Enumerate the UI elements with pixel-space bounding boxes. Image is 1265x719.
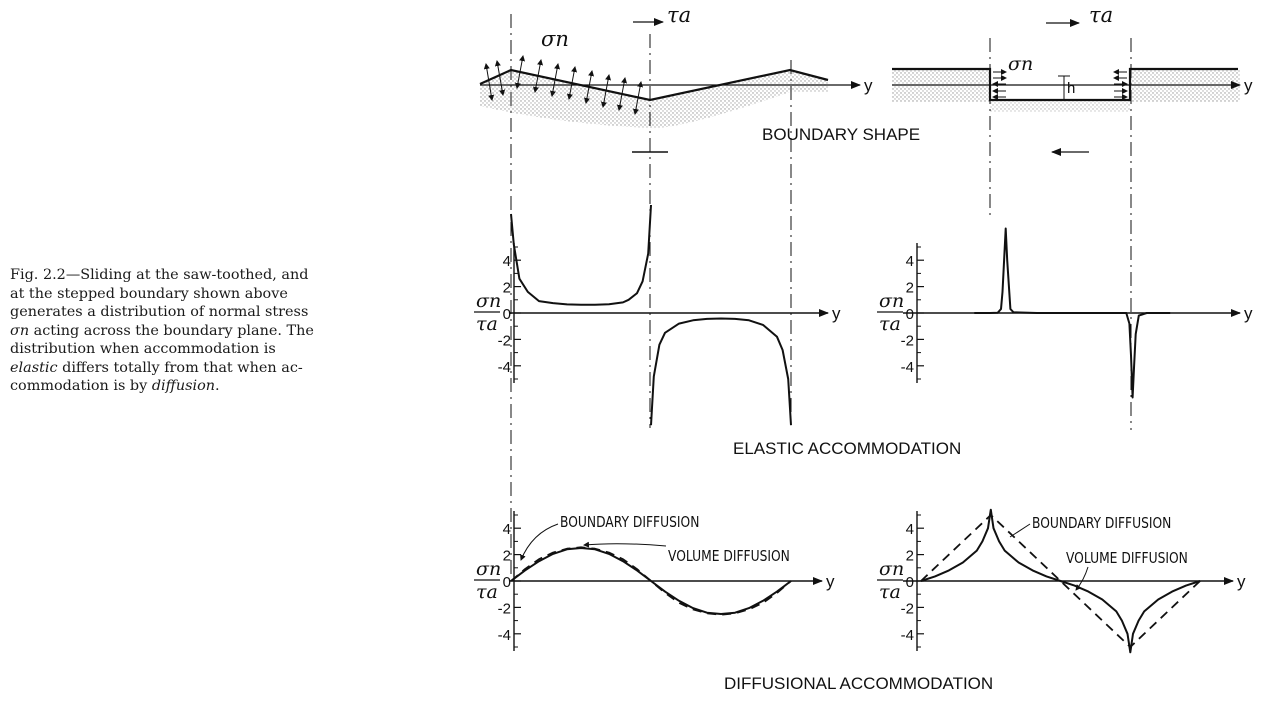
ratio-numerator: σn xyxy=(476,290,501,312)
y-tick-label: 4 xyxy=(503,521,511,538)
annotation-pointer-right-boundary xyxy=(1009,523,1031,538)
tau-a-label: τa xyxy=(667,3,691,27)
y-tick-label: -2 xyxy=(901,332,914,349)
annotation-pointer-right-volume xyxy=(1075,566,1089,591)
caption-line: Fig. 2.2—Sliding at the saw-toothed, and xyxy=(10,267,309,283)
caption-line: elastic differs totally from that when a… xyxy=(10,359,412,378)
y-tick-label: 0 xyxy=(503,306,511,323)
caption-emphasis: diffusion xyxy=(151,378,216,394)
right-diffusion-annotations: BOUNDARY DIFFUSION VOLUME DIFFUSION xyxy=(1009,515,1188,591)
dashed-series-line xyxy=(510,546,792,616)
x-axis-label: y xyxy=(1237,572,1246,591)
annotation-boundary-diffusion-right: BOUNDARY DIFFUSION xyxy=(1032,515,1171,532)
y-tick-label: -4 xyxy=(901,627,914,644)
x-axis-label: y xyxy=(1244,304,1253,323)
caption-line: σn acting across the boundary plane. The xyxy=(10,322,412,341)
boundary-shape-label: BOUNDARY SHAPE xyxy=(762,125,920,144)
sigma-n-label: σn xyxy=(541,27,569,51)
normal-stress-arrows xyxy=(483,55,644,115)
y-tick-label: -2 xyxy=(901,600,914,617)
y-tick-label: 2 xyxy=(906,280,914,297)
x-axis-label: y xyxy=(832,304,841,323)
y-tick-label: -4 xyxy=(901,359,914,376)
y-tick-label: 4 xyxy=(906,253,914,270)
ratio-numerator: σn xyxy=(476,558,501,580)
y-tick-label: 4 xyxy=(503,253,511,270)
y-tick-label: -4 xyxy=(498,627,511,644)
step-boundary-line xyxy=(892,67,1238,102)
caption-emphasis: elastic xyxy=(10,359,58,376)
y-tick-label: 0 xyxy=(906,306,914,323)
ratio-denominator: τa xyxy=(476,581,498,603)
step-h-label: h xyxy=(1067,80,1075,97)
y-tick-label: 4 xyxy=(906,521,914,538)
step-tau-a-label: τa xyxy=(1089,3,1113,27)
caption-line: commodation is by diffusion. xyxy=(10,377,412,396)
sawtooth-y-label: y xyxy=(864,76,873,95)
ratio-numerator: σn xyxy=(879,558,904,580)
y-tick-label: 2 xyxy=(503,280,511,297)
solid-series-line xyxy=(510,547,792,615)
caption-line: at the stepped boundary shown above xyxy=(10,285,288,302)
annotation-pointer-left-boundary xyxy=(520,523,559,561)
dashed-series-line xyxy=(920,514,1201,648)
diffusional-label: DIFFUSIONAL ACCOMMODATION xyxy=(724,674,993,693)
step-sigma-n-label: σn xyxy=(1008,53,1033,75)
step-stipple-mid xyxy=(990,100,1130,112)
ratio-denominator: τa xyxy=(476,313,498,335)
stepped-boundary-diagram: y σn h τa xyxy=(892,3,1253,156)
step-stress-arrows xyxy=(992,69,1128,100)
y-tick-label: -4 xyxy=(498,359,511,376)
solid-series-line xyxy=(650,317,792,426)
figure-caption: Fig. 2.2—Sliding at the saw-toothed, and… xyxy=(10,266,412,396)
solid-series-line xyxy=(920,508,1201,654)
y-tick-label: 2 xyxy=(503,548,511,565)
ratio-denominator: τa xyxy=(879,581,901,603)
ratio-denominator: τa xyxy=(879,313,901,335)
caption-text: . xyxy=(215,378,220,394)
solid-series-line xyxy=(974,227,1171,399)
x-axis-label: y xyxy=(826,572,835,591)
caption-line: distribution when accommodation is xyxy=(10,341,276,357)
annotation-volume-diffusion-left: VOLUME DIFFUSION xyxy=(668,548,790,565)
annotation-boundary-diffusion-left: BOUNDARY DIFFUSION xyxy=(560,514,699,531)
y-tick-label: 0 xyxy=(906,574,914,591)
annotation-pointer-left-volume xyxy=(583,541,667,548)
caption-line: generates a distribution of normal stres… xyxy=(10,304,309,320)
elastic-label: ELASTIC ACCOMMODATION xyxy=(733,439,961,458)
caption-text: acting across the boundary plane. The xyxy=(29,322,314,339)
caption-text: commodation is by xyxy=(10,378,152,394)
caption-symbol: σn xyxy=(10,322,30,339)
caption-text: differs totally from that when ac- xyxy=(57,359,303,376)
y-tick-label: -2 xyxy=(498,600,511,617)
solid-series-line xyxy=(510,204,652,306)
step-y-label: y xyxy=(1244,76,1253,95)
annotation-volume-diffusion-right: VOLUME DIFFUSION xyxy=(1066,550,1188,567)
y-tick-label: -2 xyxy=(498,332,511,349)
ratio-numerator: σn xyxy=(879,290,904,312)
sawtooth-boundary-diagram: y σn τa xyxy=(479,3,873,153)
left-diffusion-annotations: BOUNDARY DIFFUSION VOLUME DIFFUSION xyxy=(520,514,790,565)
vertical-guides xyxy=(510,14,1132,578)
y-tick-label: 2 xyxy=(906,548,914,565)
y-tick-label: 0 xyxy=(503,574,511,591)
